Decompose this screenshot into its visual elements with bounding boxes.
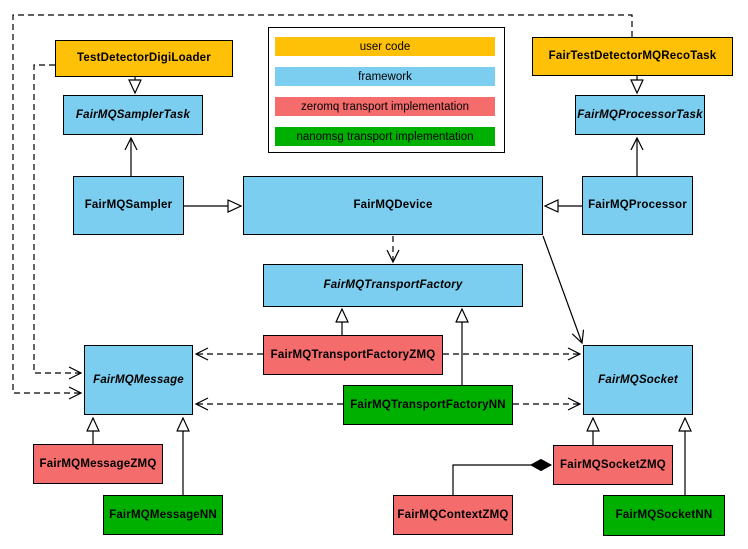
legend-item-zeromq: zeromq transport implementation [275,97,495,116]
node-fairmqprocessortask: FairMQProcessorTask [575,95,705,135]
node-fairmqsampler: FairMQSampler [73,176,184,235]
node-fairmqmessage: FairMQMessage [84,345,193,415]
node-fairmqprocessor: FairMQProcessor [582,176,693,235]
node-fairmqsocket: FairMQSocket [583,345,693,415]
node-fairmqdevice: FairMQDevice [243,176,543,235]
node-fairmqsocketnn: FairMQSocketNN [603,495,725,536]
edge-device-uses-socket [542,235,582,343]
node-fairmqtransportfactory: FairMQTransportFactory [263,264,523,307]
legend-item-nanomsg: nanomsg transport implementation [275,127,495,146]
node-fairtestdetectormqrecotask: FairTestDetectorMQRecoTask [532,37,733,76]
node-fairmqmessagenn: FairMQMessageNN [103,495,223,535]
node-fairmqsocketzmq: FairMQSocketZMQ [553,445,673,485]
node-fairmqcontextzmq: FairMQContextZMQ [393,495,513,535]
legend: user code framework zeromq transport imp… [268,27,505,153]
legend-item-framework: framework [275,67,495,86]
node-testdetectordigiloader: TestDetectorDigiLoader [55,40,233,77]
node-fairmqtransportfactorynn: FairMQTransportFactoryNN [343,385,513,425]
node-fairmqsamplertask: FairMQSamplerTask [63,95,203,135]
node-fairmqmessagezmq: FairMQMessageZMQ [33,444,163,484]
edge-contextzmq-composed-socketzmq [452,458,553,495]
node-fairmqtransportfactoryzmq: FairMQTransportFactoryZMQ [263,335,443,375]
legend-item-user-code: user code [275,37,495,56]
